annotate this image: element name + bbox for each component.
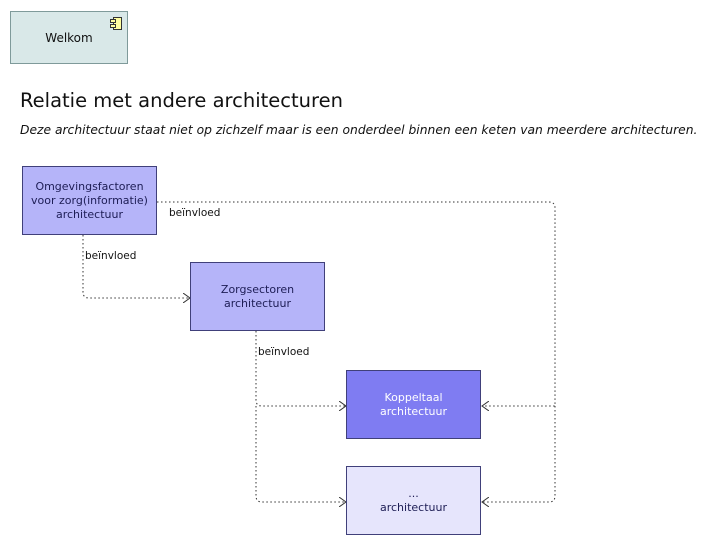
node-label-line: Koppeltaal — [384, 390, 443, 404]
node-label-line: ... — [408, 486, 419, 500]
node-label-line: voor zorg(informatie) — [31, 193, 148, 207]
welkom-label: Welkom — [45, 30, 93, 45]
section-title: Relatie met andere architecturen — [20, 89, 343, 112]
node-koppeltaal-architectuur[interactable]: Koppeltaal architectuur — [346, 370, 481, 439]
node-label-line: Omgevingsfactoren — [35, 179, 144, 193]
edge-label-beinvloed: beïnvloed — [258, 346, 310, 358]
node-omgevingsfactoren-architectuur[interactable]: Omgevingsfactoren voor zorg(informatie) … — [22, 166, 157, 235]
edge-label-beinvloed: beïnvloed — [85, 250, 137, 262]
edge-omgevingsfactoren-zorgsectoren — [82, 235, 190, 298]
edge-omgevingsfactoren-koppeltaal — [157, 201, 556, 406]
edge-zorgsectoren-overig — [255, 406, 346, 502]
node-overig-architectuur[interactable]: ... architectuur — [346, 466, 481, 535]
node-zorgsectoren-architectuur[interactable]: Zorgsectoren architectuur — [190, 262, 325, 331]
node-label-line: architectuur — [55, 207, 123, 221]
node-label-line: architectuur — [379, 404, 447, 418]
welkom-button[interactable]: Welkom — [10, 11, 128, 64]
node-label-line: Zorgsectoren — [220, 282, 295, 296]
node-label-line: architectuur — [379, 500, 447, 514]
section-subtitle: Deze architectuur staat niet op zichzelf… — [20, 123, 698, 137]
edge-label-beinvloed: beïnvloed — [169, 207, 221, 219]
component-icon — [110, 17, 122, 30]
node-label-line: architectuur — [223, 296, 291, 310]
edge-omgevingsfactoren-overig — [482, 406, 556, 502]
edge-zorgsectoren-koppeltaal — [255, 331, 346, 406]
